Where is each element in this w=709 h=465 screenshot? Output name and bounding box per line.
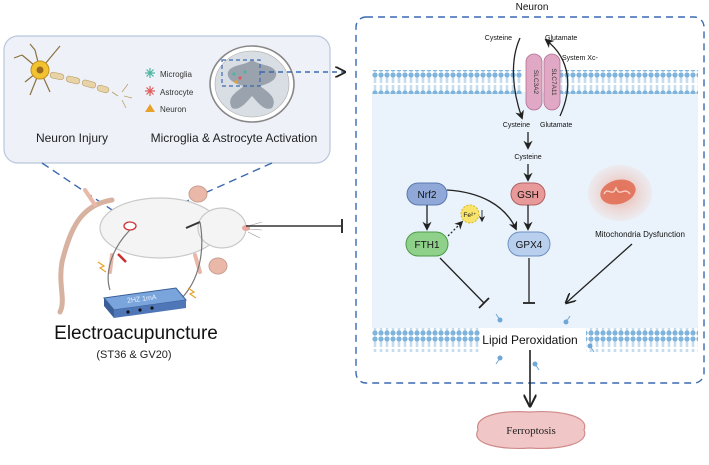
membrane-bottom-left [372, 328, 480, 352]
treatment-subtitle: (ST36 & GV20) [96, 349, 171, 361]
mitochondria-icon [588, 165, 652, 221]
fe-ion [460, 204, 480, 224]
neuron-panel-title: Neuron [516, 2, 549, 13]
zoom-box [221, 59, 261, 87]
membrane-top-right [560, 70, 698, 94]
treatment-title: Electroacupuncture [54, 323, 218, 344]
fth1-node [405, 231, 449, 257]
legend-microglia-icon [145, 68, 155, 78]
nrf2-label: Nrf2 [418, 190, 437, 201]
ea-device [103, 287, 187, 318]
legend-astrocyte-icon [145, 86, 155, 96]
slc3a2-label: SLC3A2 [532, 70, 539, 95]
activation-label: Microglia & Astrocyte Activation [151, 131, 318, 145]
membrane-top-left [372, 70, 522, 94]
cysteine-bottom-label: Cysteine [503, 122, 530, 129]
nrf2-to-gpx4-arrow [446, 189, 518, 231]
lipid-peroxidation-label: Lipid Peroxidation [482, 333, 577, 347]
slc3a2-transporter [525, 53, 543, 111]
ea-device-label: 2HZ 1mA [127, 294, 158, 305]
system-xc-label: System Xc- [562, 55, 598, 62]
cysteine-import-arrow [512, 37, 524, 120]
gsh-label: GSH [517, 190, 539, 201]
cysteine-top-label: Cysteine [485, 35, 512, 42]
lipid-radicals [495, 313, 595, 371]
neuron-illustration [13, 43, 133, 109]
fth1-inhibit-line [439, 257, 485, 304]
fth1-inhibit-bar [478, 297, 490, 309]
fth1-to-fe-arrow [447, 220, 464, 237]
fe-label: Fe²⁺ [463, 212, 477, 219]
glutamate-bottom-label: Glutamate [540, 122, 572, 129]
rat-illustration [57, 185, 263, 315]
slc7a11-transporter [543, 53, 561, 111]
legend-microglia-label: Microglia [160, 70, 193, 79]
cytoplasm [372, 92, 698, 328]
ferroptosis-badge [476, 411, 586, 449]
membrane-bottom-right [586, 328, 698, 352]
gpx4-label: GPX4 [516, 240, 543, 251]
ferroptosis-label: Ferroptosis [506, 425, 556, 437]
gpx4-node [507, 231, 551, 257]
cell-legend: Microglia Astrocyte Neuron [145, 68, 194, 114]
mitochondria-label: Mitochondria Dysfunction [595, 230, 685, 239]
legend-astrocyte-label: Astrocyte [160, 88, 194, 97]
slc7a11-label: SLC7A11 [550, 68, 557, 96]
glutamate-top-label: Glutamate [545, 35, 577, 42]
glutamate-export-arrow [544, 38, 569, 117]
legend-neuron-label: Neuron [160, 105, 186, 114]
legend-neuron-icon [145, 104, 155, 112]
spinal-cord-illustration [209, 45, 295, 123]
fth1-label: FTH1 [415, 240, 440, 251]
neuron-injury-label: Neuron Injury [36, 131, 108, 145]
cysteine-label: Cysteine [514, 154, 541, 161]
mito-to-lipid-arrow [566, 243, 633, 303]
